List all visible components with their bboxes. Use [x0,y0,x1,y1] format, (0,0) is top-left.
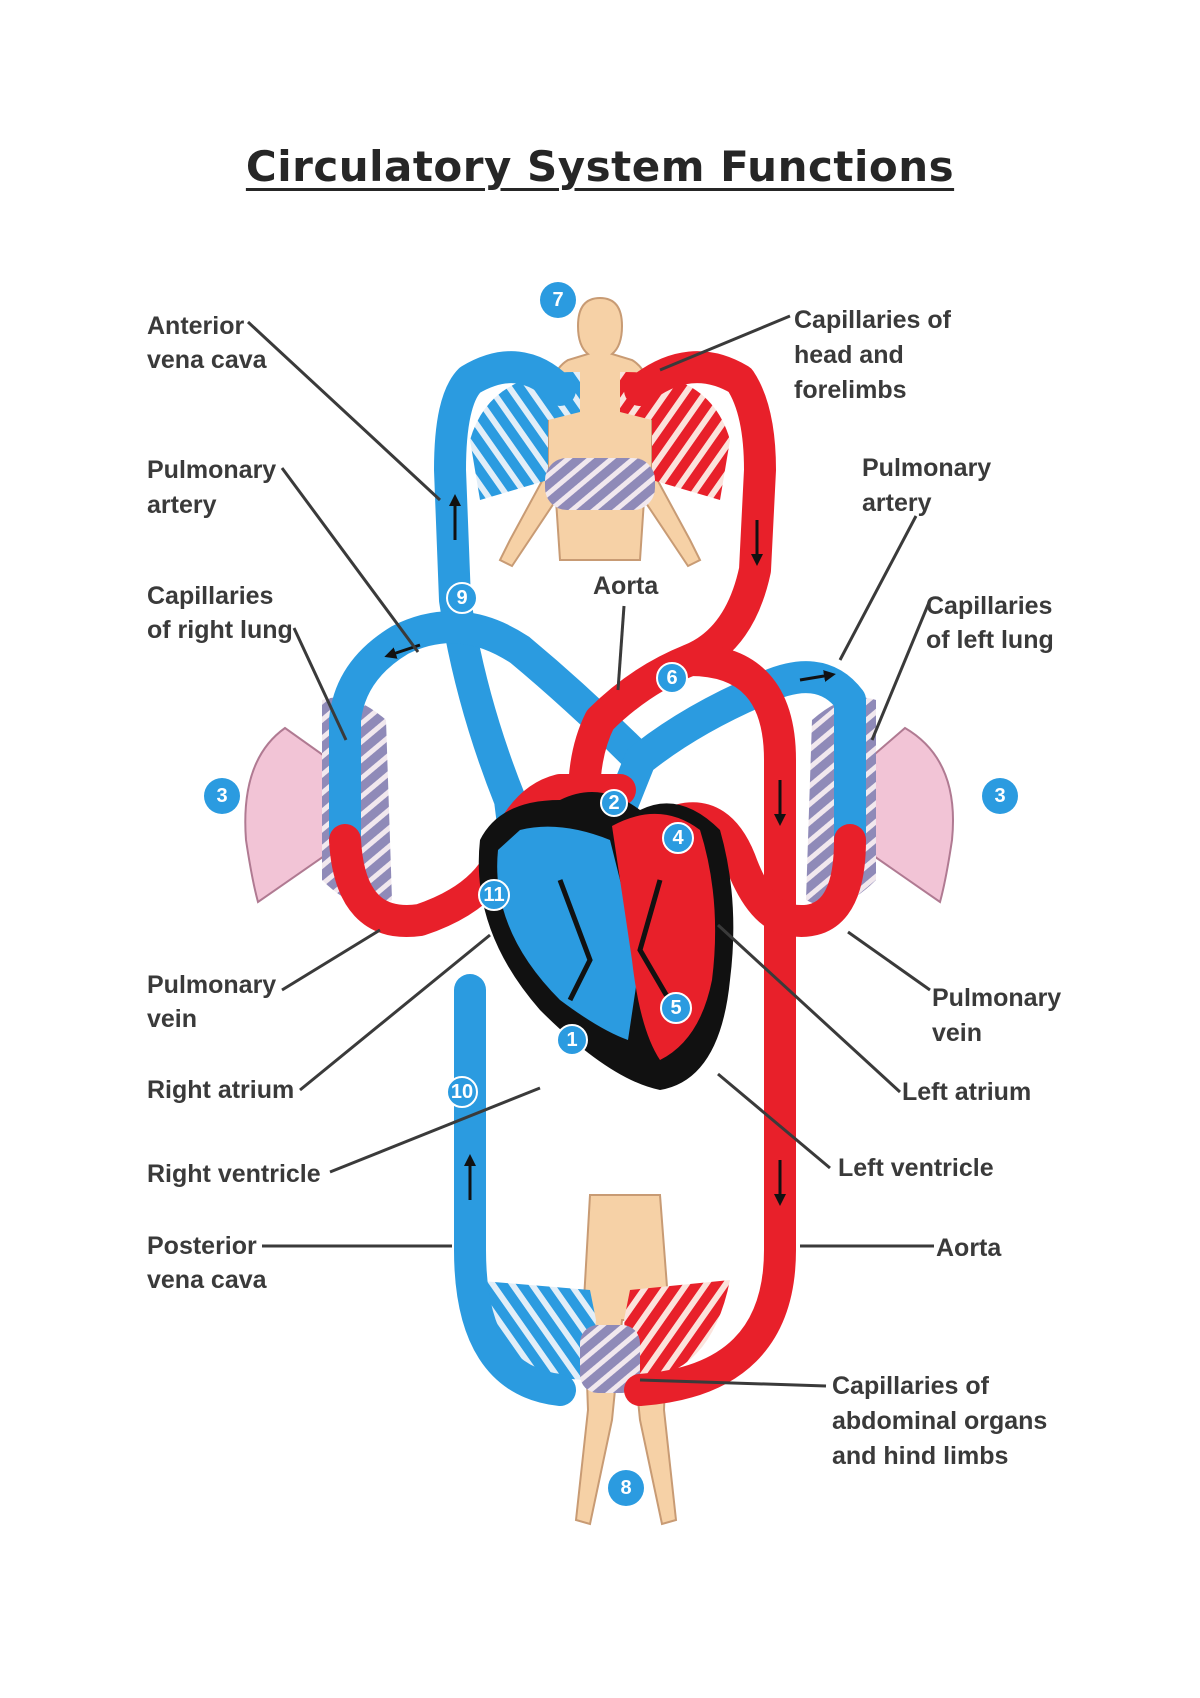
aorta-arch-vessel [568,351,776,836]
flow-arrows [384,494,836,1206]
anterior-vena-cava-vessel [434,351,576,896]
label-left-ventricle: Left ventricle [838,1154,994,1182]
step-badge-11: 11 [478,879,510,911]
step-badge-6: 6 [656,662,688,694]
page-title: Circulatory System Functions [245,142,955,191]
right-lung [244,726,331,904]
label-aorta-bottom: Aorta [936,1234,1002,1262]
step-badge-9: 9 [446,582,478,614]
step-badge-5: 5 [660,992,692,1024]
label-right-atrium: Right atrium [147,1076,294,1104]
posterior-vena-cava-vessel [454,974,576,1406]
step-badges: 7 3 3 8 9 6 4 2 11 5 1 10 [204,282,1018,1506]
svg-text:1: 1 [566,1029,577,1051]
svg-text:4: 4 [672,827,684,849]
step-badge-7: 7 [540,282,576,318]
capillaries-head-mid [545,458,655,510]
svg-text:8: 8 [620,1477,631,1499]
step-badge-2: 2 [600,789,628,817]
step-badge-3-left: 3 [204,778,240,814]
right-side-chamber [497,826,640,1040]
left-side-chamber [612,813,716,1060]
heart [478,792,734,1090]
step-badge-1: 1 [556,1024,588,1056]
svg-text:7: 7 [552,289,563,311]
capillaries-abdominal-blue [470,1280,596,1380]
svg-text:9: 9 [456,587,467,609]
step-badge-3-right: 3 [982,778,1018,814]
left-lung [867,726,954,904]
svg-text:5: 5 [670,997,681,1019]
step-badge-8: 8 [608,1470,644,1506]
capillaries-abdominal-red [624,1280,730,1380]
svg-text:6: 6 [666,667,677,689]
capillaries-abdominal-mid [580,1325,640,1393]
svg-text:3: 3 [994,785,1005,807]
svg-text:2: 2 [608,792,619,814]
label-aorta-top: Aorta [593,572,659,600]
step-badge-10: 10 [446,1076,478,1108]
descending-aorta-vessel [624,644,796,1406]
leader-lines [246,314,934,1388]
label-left-atrium: Left atrium [902,1078,1031,1106]
label-right-ventricle: Right ventricle [147,1160,321,1188]
svg-text:11: 11 [483,884,504,906]
svg-text:10: 10 [451,1081,473,1103]
step-badge-4: 4 [662,822,694,854]
svg-text:3: 3 [216,785,227,807]
pulmonary-artery-to-right-lung [329,611,656,856]
